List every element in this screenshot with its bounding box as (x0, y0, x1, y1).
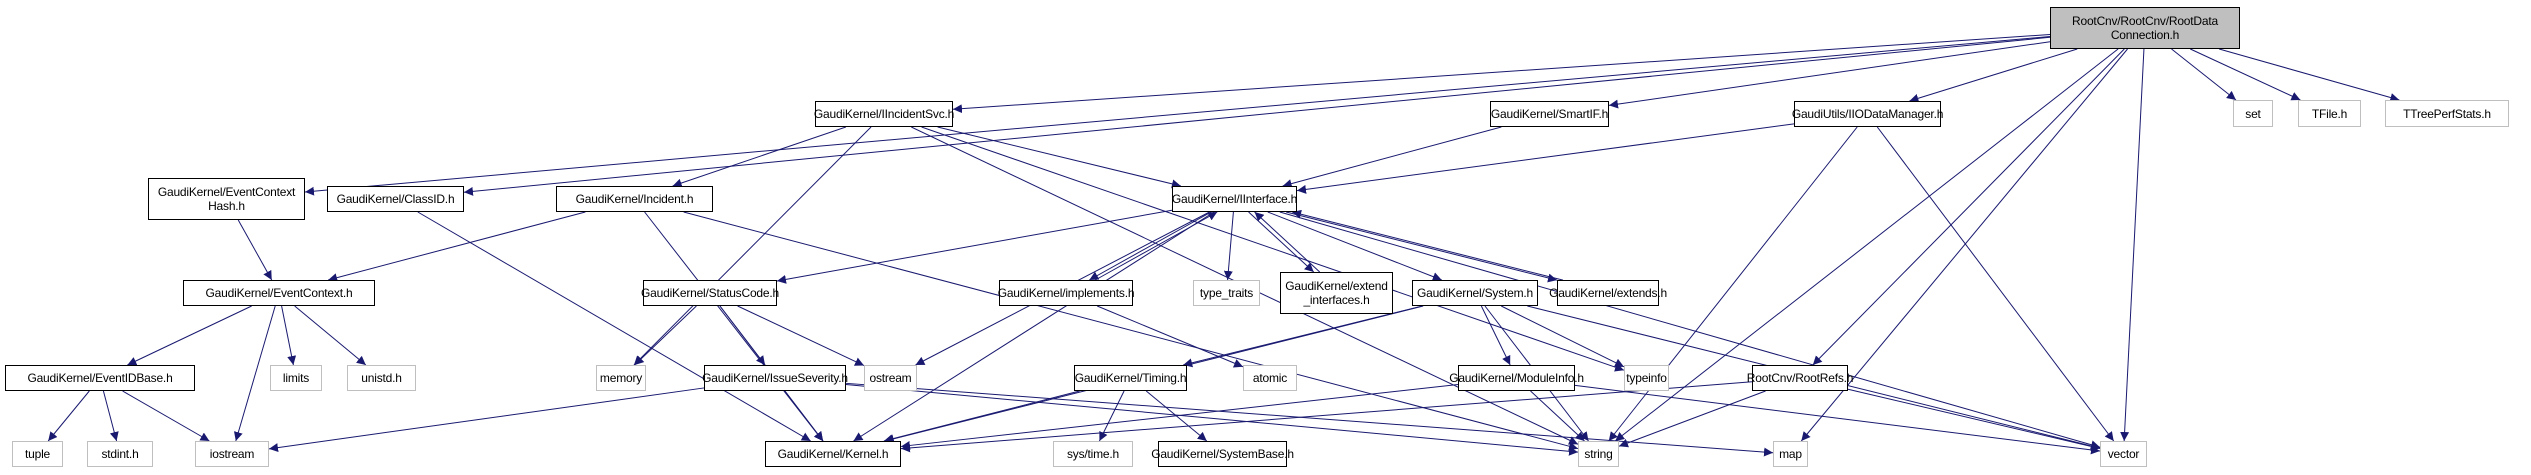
node-timing[interactable]: GaudiKernel/Timing.h (1074, 365, 1187, 391)
node-rootdataconnection[interactable]: RootCnv/RootCnv/RootData Connection.h (2050, 7, 2240, 49)
edge-iincidentsvc-to-typeinfo (921, 126, 1625, 372)
edge-timing-to-systime (1098, 390, 1125, 442)
edge-issueseverity-to-kernel (784, 390, 824, 442)
edge-root-to-eventcontexthash (304, 35, 2051, 196)
node-moduleinfo[interactable]: GaudiKernel/ModuleInfo.h (1449, 365, 1584, 391)
edge-iinterface-to-vector (1279, 211, 2101, 450)
edge-rootrefs-to-kernel (900, 381, 1753, 453)
node-iostream[interactable]: iostream (195, 441, 269, 467)
node-systembase[interactable]: GaudiKernel/SystemBase.h (1151, 441, 1294, 467)
edge-root-to-rootrefs (1812, 48, 2125, 366)
edge-iincidentsvc-to-incident (672, 126, 847, 188)
edge-issueseverity-to-map (845, 382, 1774, 457)
edge-statuscode-to-memory (634, 305, 697, 366)
edge-moduleinfo-to-kernel (900, 384, 1459, 450)
edge-timing-to-kernel (883, 390, 1080, 444)
node-string[interactable]: string (1578, 441, 1619, 467)
node-eventcontexthash[interactable]: GaudiKernel/EventContext Hash.h (148, 178, 305, 220)
node-ttreeperfstats[interactable]: TTreePerfStats.h (2385, 100, 2509, 127)
edge-incident-to-string (683, 211, 1579, 451)
node-typeinfo[interactable]: typeinfo (1624, 365, 1669, 391)
node-tuple[interactable]: tuple (12, 441, 63, 467)
edge-implements-to-iinterface (1095, 211, 1218, 281)
edge-smartif-to-iinterface (1282, 126, 1502, 188)
edge-implements-to-atomic (1097, 305, 1244, 368)
node-type-traits[interactable]: type_traits (1193, 280, 1260, 306)
node-limits[interactable]: limits (270, 365, 322, 391)
edge-iiodatamanager-to-iinterface (1296, 123, 1795, 194)
node-rootrefs[interactable]: RootCnv/RootRefs.h (1747, 365, 1853, 391)
node-systime[interactable]: sys/time.h (1053, 441, 1133, 467)
node-eventidbase[interactable]: GaudiKernel/EventIDBase.h (5, 365, 195, 391)
edge-moduleinfo-to-vector (1574, 384, 2101, 455)
edge-root-to-string (1614, 48, 2119, 442)
node-iincidentsvc[interactable]: GaudiKernel/IIncidentSvc.h (814, 101, 954, 127)
edge-moduleinfo-to-string (1530, 390, 1585, 442)
edge-eventcontext-to-unistd (294, 305, 367, 366)
node-extends[interactable]: GaudiKernel/extends.h (1549, 280, 1667, 306)
edge-eventidbase-to-iostream (122, 390, 210, 442)
node-memory[interactable]: memory (596, 365, 646, 391)
edge-extend_interfaces-to-iinterface (1254, 211, 1321, 273)
node-atomic[interactable]: atomic (1243, 365, 1297, 391)
edge-extends-to-iinterface (1292, 209, 1564, 281)
node-classid[interactable]: GaudiKernel/ClassID.h (327, 186, 464, 212)
edge-issueseverity-to-string (845, 384, 1579, 456)
edge-iinterface-to-extend_interfaces (1248, 211, 1315, 273)
edge-rootrefs-to-vector (1847, 388, 2101, 451)
edge-root-to-classid (463, 36, 2051, 196)
node-tfile[interactable]: TFile.h (2298, 100, 2361, 127)
edge-eventcontexthash-to-eventcontext (237, 219, 273, 281)
node-iinterface[interactable]: GaudiKernel/IInterface.h (1172, 186, 1297, 212)
edge-root-to-set (2171, 48, 2237, 101)
edge-iiodatamanager-to-vector (1876, 126, 2115, 442)
node-issueseverity[interactable]: GaudiKernel/IssueSeverity.h (702, 365, 848, 391)
edge-classid-to-kernel (417, 211, 811, 442)
edge-iinterface-to-system (1267, 211, 1442, 281)
edge-eventidbase-to-tuple (47, 390, 90, 442)
edge-iincidentsvc-to-iinterface (937, 126, 1182, 189)
edge-iinterface-to-extends (1286, 211, 1558, 283)
edge-root-to-tfile (2190, 48, 2301, 101)
edge-iincidentsvc-to-memory (633, 126, 872, 366)
edge-iiodatamanager-to-string (1608, 126, 1858, 442)
edge-statuscode-to-ostream (737, 305, 865, 366)
node-map[interactable]: map (1773, 441, 1808, 467)
node-eventcontext[interactable]: GaudiKernel/EventContext.h (183, 280, 375, 306)
node-ostream[interactable]: ostream (864, 365, 917, 391)
node-statuscode[interactable]: GaudiKernel/StatusCode.h (641, 280, 779, 306)
edge-system-to-typeinfo (1501, 305, 1625, 368)
edge-iinterface-to-implements (1089, 211, 1212, 281)
edge-issueseverity-to-iostream (268, 387, 705, 453)
node-system[interactable]: GaudiKernel/System.h (1412, 280, 1538, 306)
edge-incident-to-eventcontext (328, 211, 586, 283)
node-stdint[interactable]: stdint.h (87, 441, 153, 467)
node-unistd[interactable]: unistd.h (347, 365, 416, 391)
node-kernel[interactable]: GaudiKernel/Kernel.h (765, 441, 901, 467)
node-vector[interactable]: vector (2100, 441, 2147, 467)
node-implements[interactable]: GaudiKernel/implements.h (998, 280, 1135, 306)
node-smartif[interactable]: GaudiKernel/SmartIF.h (1490, 101, 1609, 127)
edge-iinterface-to-kernel (853, 211, 1215, 442)
edge-root-to-iincidentsvc (952, 33, 2051, 114)
edge-eventcontext-to-iostream (233, 305, 276, 442)
node-incident[interactable]: GaudiKernel/Incident.h (556, 186, 713, 212)
edge-incident-to-kernel (644, 211, 824, 442)
edge-iinterface-to-statuscode (776, 209, 1173, 284)
edge-eventcontext-to-eventidbase (127, 305, 252, 366)
edge-system-to-moduleinfo (1480, 305, 1511, 366)
node-extend-interfaces[interactable]: GaudiKernel/extend _interfaces.h (1280, 272, 1393, 314)
edge-root-to-ttreeperfstats (2219, 48, 2400, 102)
edge-root-to-smartif (1608, 41, 2051, 109)
edge-eventidbase-to-stdint (102, 390, 119, 442)
node-iiodatamanager[interactable]: GaudiUtils/IIODataManager.h (1792, 101, 1943, 127)
edge-rootrefs-to-string (1618, 390, 1766, 448)
edge-iinterface-to-type_traits (1223, 211, 1234, 281)
edge-root-to-vector (2120, 48, 2145, 442)
edge-eventcontext-to-limits (281, 305, 297, 366)
edge-root-to-iiodatamanager (1909, 48, 2078, 103)
node-set[interactable]: set (2233, 100, 2273, 127)
